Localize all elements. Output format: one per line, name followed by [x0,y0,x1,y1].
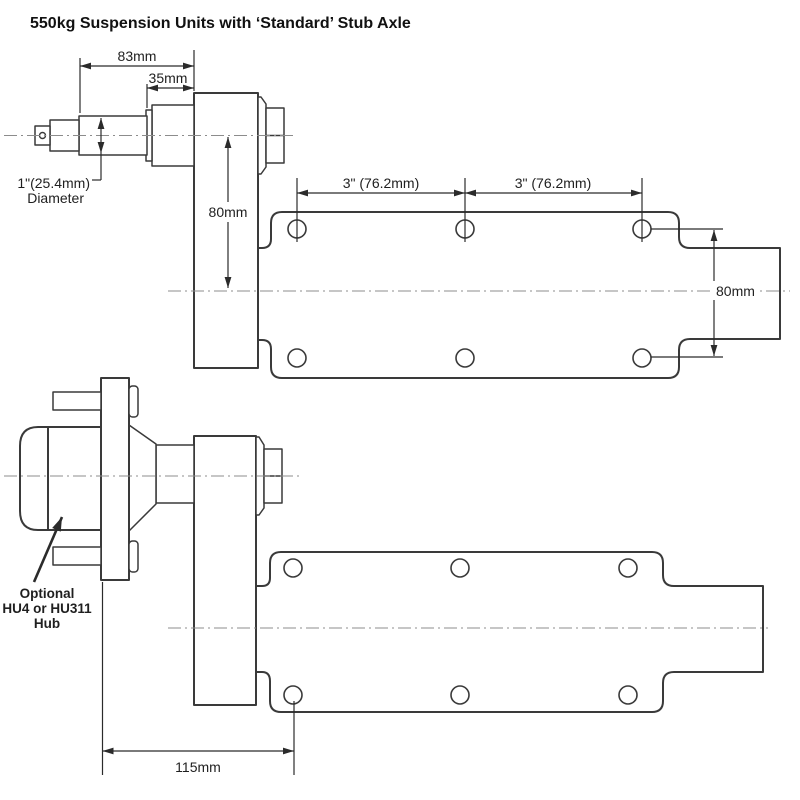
top-view-standard-stub-axle: 83mm 35mm 1"(25.4mm) Diameter 80mm 3" (7… [4,48,790,379]
hub-note-line1: Optional [20,586,75,601]
hub-flange [100,377,130,581]
drawing-title: 550kg Suspension Units with ‘Standard’ S… [30,15,411,32]
bottom-view-with-hub: 115mm Optional HU4 or HU311 Hub [2,377,768,775]
dim-arm-drop-label: 80mm [209,204,248,220]
plate-hole [283,685,303,705]
plate-hole [450,685,470,705]
wheel-stud-head [128,540,139,573]
hub-note-line2: HU4 or HU311 [2,601,92,616]
dim-35mm-label: 35mm [149,70,188,86]
suspension-arm [193,435,257,706]
dim-diameter-label-line2: Diameter [27,190,84,206]
dimensions-top: 83mm 35mm 1"(25.4mm) Diameter 80mm 3" (7… [17,48,760,358]
plate-hole [283,558,303,578]
grease-cap [19,426,49,531]
mounting-plate [256,211,781,379]
label-backing [713,281,760,300]
hub-note-leader-arrow [32,516,64,583]
stub-axle-shaft [155,444,195,504]
wheel-stud-thread [52,391,102,411]
wheel-stud-head [128,385,139,418]
mounting-plate [256,551,764,713]
dim-diameter-label-line1: 1"(25.4mm) [17,175,90,191]
hub-note-line3: Hub [34,616,60,631]
plate-hole [455,348,475,368]
plate-hole [632,348,652,368]
dim-115mm-label: 115mm [175,759,221,775]
plate-hole [618,558,638,578]
hub-rear-cone [128,424,157,532]
plate-hole [618,685,638,705]
dim-hole-spacing-right-label: 3" (76.2mm) [515,175,592,191]
dim-hole-spacing-left-label: 3" (76.2mm) [343,175,420,191]
suspension-arm [193,92,259,369]
plate-hole [287,348,307,368]
dim-plate-hole-vertical-label: 80mm [716,283,755,299]
dimensions-bottom: 115mm Optional HU4 or HU311 Hub [2,516,295,775]
dim-83mm-label: 83mm [118,48,157,64]
label-backing [205,202,252,222]
hub-drum [47,426,102,531]
wheel-stud-thread [52,546,102,566]
plate-hole [450,558,470,578]
